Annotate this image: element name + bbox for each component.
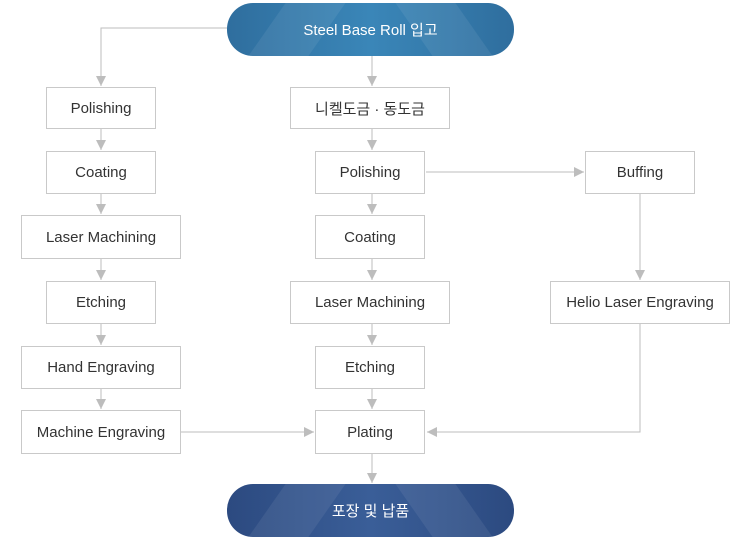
left-machine-engraving-box: Machine Engraving: [21, 410, 181, 454]
connector-start-left: [96, 27, 228, 86]
center-plating-label: Plating: [347, 423, 393, 441]
left-machine-engraving-label: Machine Engraving: [36, 423, 166, 441]
connector-helio-plating: [427, 324, 641, 437]
right-buffing-box: Buffing: [585, 151, 695, 194]
end-node-label: 포장 및 납품: [331, 503, 410, 520]
right-helio-laser-engraving-box: Helio Laser Engraving: [550, 281, 730, 324]
center-plating-box: Plating: [315, 410, 425, 454]
left-etching-label: Etching: [75, 294, 127, 311]
start-node: Steel Base Roll 입고: [227, 3, 514, 56]
left-etching-box: Etching: [46, 281, 156, 324]
left-polishing-label: Polishing: [70, 99, 132, 117]
center-coating-box: Coating: [315, 215, 425, 259]
left-coating-box: Coating: [46, 151, 156, 194]
center-polishing-box: Polishing: [315, 151, 425, 194]
left-polishing-box: Polishing: [46, 87, 156, 129]
start-node-label: Steel Base Roll 입고: [303, 22, 438, 39]
left-hand-engraving-box: Hand Engraving: [21, 346, 181, 389]
center-etching-box: Etching: [315, 346, 425, 389]
left-coating-label: Coating: [75, 164, 127, 181]
center-laser-machining-box: Laser Machining: [290, 281, 450, 324]
end-node: 포장 및 납품: [227, 484, 514, 537]
right-buffing-label: Buffing: [616, 164, 664, 181]
right-helio-laser-engraving-label: Helio Laser Engraving: [566, 294, 714, 311]
center-etching-label: Etching: [344, 359, 396, 376]
center-coating-label: Coating: [344, 228, 396, 246]
center-laser-machining-label: Laser Machining: [314, 294, 426, 311]
left-hand-engraving-label: Hand Engraving: [47, 359, 155, 376]
left-laser-machining-box: Laser Machining: [21, 215, 181, 259]
center-nickel-plating-box: 니켈도금 · 동도금: [290, 87, 450, 129]
left-laser-machining-label: Laser Machining: [45, 228, 157, 246]
center-polishing-label: Polishing: [339, 164, 401, 181]
center-nickel-plating-label: 니켈도금 · 동도금: [315, 100, 425, 118]
